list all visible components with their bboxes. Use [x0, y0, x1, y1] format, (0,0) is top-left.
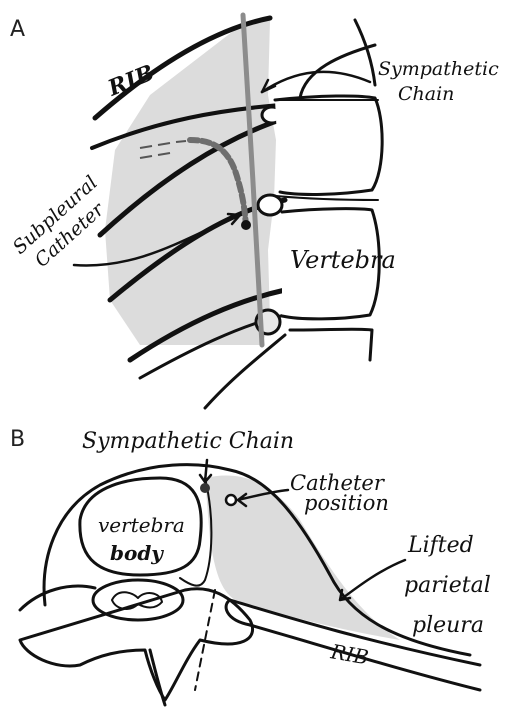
sympathetic-chain-label-2: Chain: [398, 83, 454, 105]
vertebra-body-label-1: vertebra: [98, 513, 185, 537]
disc-line-1: [276, 196, 378, 200]
pleura-arrow-b: [340, 560, 405, 600]
vertebra-body-1: [275, 96, 382, 195]
sympathetic-chain-arrow: [262, 72, 370, 92]
vertebra-label: Vertebra: [290, 246, 396, 274]
panel-b-label: B: [10, 427, 25, 452]
rib-head-2: [258, 195, 282, 215]
lifted-pleura-label-2: parietal: [404, 573, 491, 598]
rib-lower-edge: [205, 335, 285, 408]
catheter-tip: [241, 220, 251, 230]
lifted-pleura-label-3: pleura: [412, 613, 484, 638]
sympathetic-chain-label-1: Sympathetic: [378, 58, 499, 80]
vertebra-body-bottom: [290, 329, 372, 360]
chain-arrow-b: [200, 460, 211, 482]
panel-b: B: [10, 427, 491, 705]
catheter-position-label-2: position: [304, 491, 389, 515]
panel-a-label: A: [10, 17, 25, 42]
sympathetic-chain-dot: [200, 483, 210, 493]
sympathetic-chain-label-b: Sympathetic Chain: [82, 429, 294, 454]
panel-a: A: [9, 15, 499, 408]
rib-label-b: RIB: [328, 639, 370, 669]
vertebra-body-top: [300, 45, 375, 98]
catheter-position-dot: [226, 495, 236, 505]
vertebra-body-label-2: body: [110, 541, 164, 565]
needle-path: [195, 590, 215, 690]
lifted-pleura-label-1: Lifted: [407, 533, 474, 558]
vertebra-body-top-2: [355, 20, 375, 85]
